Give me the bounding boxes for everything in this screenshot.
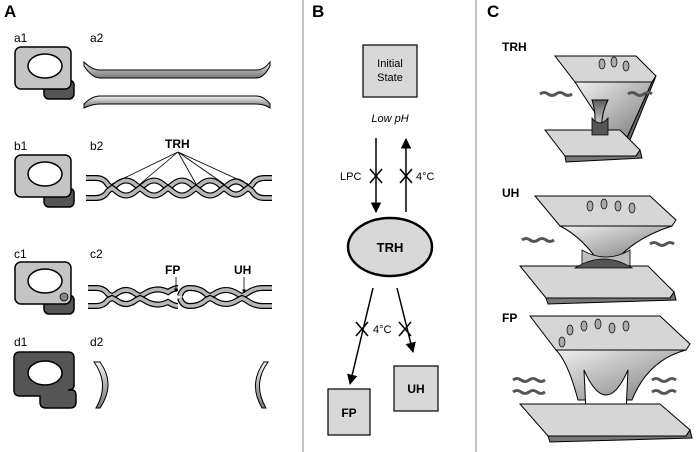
low-ph-label: Low pH	[371, 113, 408, 125]
temp-label-lower: 4°C	[373, 324, 392, 336]
label-trh-c: TRH	[502, 40, 527, 54]
initial-state-box	[362, 44, 418, 98]
trh-ellipse	[346, 216, 434, 278]
initial-state-line1: Initial	[377, 58, 403, 70]
fp-uh-chain-c2	[88, 277, 272, 310]
uh-box	[393, 365, 439, 412]
label-uh-a: UH	[234, 263, 251, 277]
cross-marks-lower	[355, 321, 412, 337]
label-a1: a1	[14, 31, 28, 45]
fp-3d-model	[512, 315, 693, 443]
arrow-to-uh	[396, 287, 416, 354]
panel-label-a: A	[4, 2, 16, 21]
label-a2: a2	[90, 31, 104, 45]
label-trh-a: TRH	[165, 137, 190, 151]
cell-pair-b1	[14, 154, 75, 208]
label-b2: b2	[90, 139, 104, 153]
label-b1: b1	[14, 139, 28, 153]
label-c1: c1	[14, 247, 27, 261]
label-d1: d1	[14, 335, 28, 349]
label-fp-a: FP	[165, 263, 180, 277]
uh-node-label: UH	[407, 382, 424, 396]
membranes-a2	[83, 60, 271, 109]
initial-state-line2: State	[377, 72, 403, 84]
trh-node-label: TRH	[377, 240, 404, 255]
label-d2: d2	[90, 335, 104, 349]
temp-label-upper: 4°C	[416, 171, 435, 183]
trh-chain-b2	[86, 151, 272, 201]
fp-box	[327, 388, 371, 436]
label-c2: c2	[90, 247, 103, 261]
label-uh-c: UH	[502, 186, 519, 200]
fragments-d2	[93, 361, 269, 409]
trh-3d-model	[539, 55, 657, 163]
panel-label-b: B	[312, 2, 324, 21]
lpc-label: LPC	[340, 171, 361, 183]
panel-label-c: C	[487, 2, 499, 21]
cell-pair-c1	[14, 261, 75, 315]
uh-3d-model	[518, 195, 677, 305]
label-fp-c: FP	[502, 311, 517, 325]
cross-marks-upper	[369, 168, 413, 184]
fused-cell-d1	[13, 351, 77, 409]
fp-node-label: FP	[341, 406, 356, 420]
cell-pair-a1	[14, 46, 75, 100]
arrow-to-fp	[347, 287, 374, 386]
